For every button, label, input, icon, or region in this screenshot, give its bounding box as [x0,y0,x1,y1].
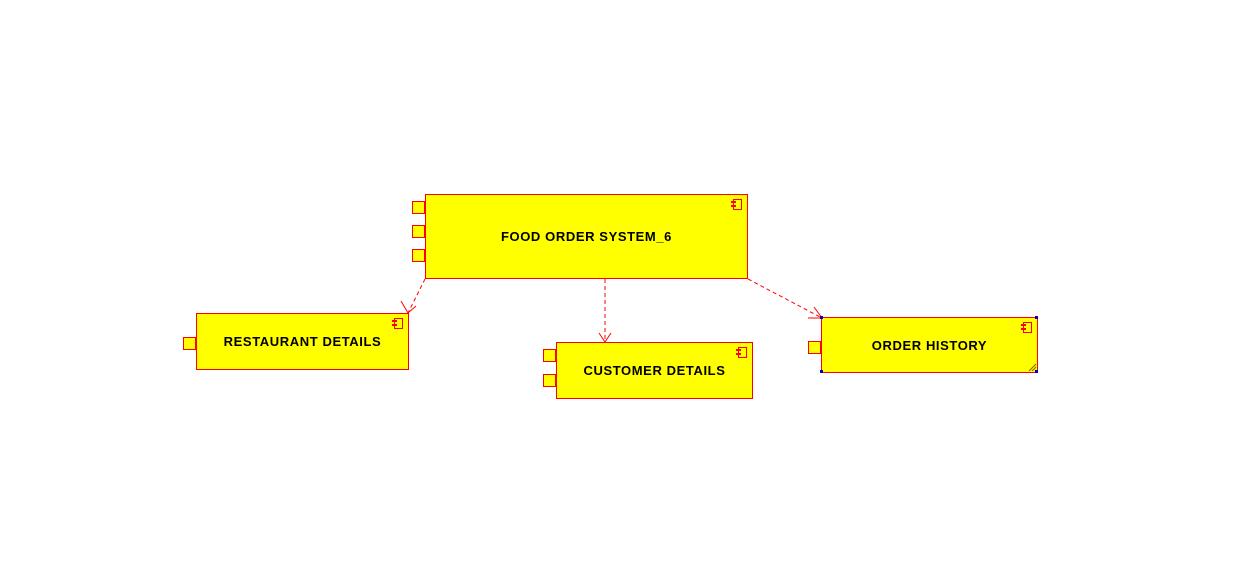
dependency-food-order-to-customer[interactable] [598,279,612,343]
dependency-food-order-to-order-history[interactable] [747,278,823,319]
component-port[interactable] [543,349,556,362]
component-port[interactable] [808,341,821,354]
selection-handle[interactable] [820,316,823,319]
component-label: ORDER HISTORY [871,337,988,353]
dependency-food-order-to-restaurant[interactable] [400,278,426,314]
component-restaurant-details[interactable]: RESTAURANT DETAILS [196,313,409,370]
component-port[interactable] [543,374,556,387]
component-icon [1021,322,1032,333]
selection-handle[interactable] [820,370,823,373]
selection-handle[interactable] [1035,316,1038,319]
component-food-order-system[interactable]: FOOD ORDER SYSTEM_6 [425,194,748,279]
component-customer-details[interactable]: CUSTOMER DETAILS [556,342,753,399]
component-label: RESTAURANT DETAILS [223,334,382,349]
component-icon [392,318,403,329]
component-order-history[interactable]: ORDER HISTORY [821,317,1038,373]
component-label: FOOD ORDER SYSTEM_6 [500,229,673,244]
component-label: CUSTOMER DETAILS [583,363,726,378]
selection-handle[interactable] [1035,370,1038,373]
component-icon [731,199,742,210]
component-port[interactable] [412,249,425,262]
component-port[interactable] [412,201,425,214]
component-icon [736,347,747,358]
component-port[interactable] [183,337,196,350]
component-port[interactable] [412,225,425,238]
